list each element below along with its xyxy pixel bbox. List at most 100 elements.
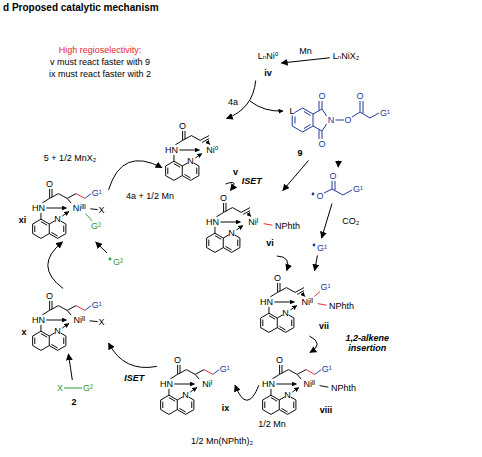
structure-node: LₙNiX₂ bbox=[330, 49, 363, 64]
note-label: 1/2 Mn bbox=[258, 420, 286, 429]
reaction-arrow bbox=[226, 182, 234, 190]
structure-node: O HN N Niᴵ NPhthvi bbox=[203, 191, 307, 257]
atom-label: G¹ bbox=[317, 244, 327, 253]
compound-number: 2 bbox=[71, 398, 76, 407]
structure-node: OHNNNiᴵᴵG¹NPhthviii bbox=[259, 353, 363, 419]
reaction-arrow bbox=[322, 204, 332, 239]
note-label: 5 + 1/2 MnX₂ bbox=[44, 154, 96, 163]
structure-v bbox=[166, 131, 210, 181]
atom-label: G¹ bbox=[92, 300, 102, 309]
reaction-arrow bbox=[315, 256, 318, 271]
reaction-arrow bbox=[277, 256, 288, 271]
atom-label: X bbox=[99, 317, 105, 326]
atom-label: HN bbox=[32, 316, 45, 325]
structure-viii bbox=[263, 365, 329, 415]
compound-number: vii bbox=[319, 322, 329, 331]
note-label: 1/2 Mn(NPhth)₂ bbox=[191, 437, 253, 446]
atom-label: O bbox=[318, 92, 325, 101]
atom-label: O bbox=[329, 172, 336, 181]
note-label: ix must react faster with 2 bbox=[49, 70, 151, 79]
bond bbox=[64, 388, 82, 389]
structure-node: O HN N Niᴵᴵ G¹ Xx bbox=[18, 289, 108, 355]
atom-label: N bbox=[187, 157, 194, 166]
compound-number: vi bbox=[266, 238, 274, 247]
compound-number: ix bbox=[222, 404, 230, 413]
reaction-arrow bbox=[235, 385, 259, 400]
atom-label: O bbox=[46, 180, 53, 189]
atom-label: Niᴵ bbox=[248, 218, 258, 227]
atom-label: HN bbox=[165, 146, 178, 155]
reaction-arrow bbox=[109, 161, 162, 190]
note-label: 4a + 1/2 Mn bbox=[126, 192, 174, 201]
reaction-arrow bbox=[227, 81, 256, 119]
compound-number: x bbox=[21, 328, 26, 337]
atom-label: G¹ bbox=[322, 364, 332, 373]
structure-node: G² bbox=[105, 253, 126, 270]
arrow-label: 4a bbox=[227, 98, 239, 107]
compound-number: 9 bbox=[297, 149, 302, 158]
atom-label: Niᴵᴵ bbox=[301, 298, 313, 307]
atom-label: N bbox=[54, 327, 61, 336]
atom-label: O bbox=[46, 292, 53, 301]
atom-label: LₙNi⁰ bbox=[258, 52, 279, 61]
atom-label: Niᴵ bbox=[202, 380, 212, 389]
reaction-arrow bbox=[96, 242, 107, 253]
arrow-label: Mn bbox=[298, 47, 313, 56]
atom-label: N bbox=[282, 309, 289, 318]
branch-arrow bbox=[250, 101, 283, 111]
atom-label: G¹ bbox=[92, 188, 102, 197]
atom-label: G¹ bbox=[380, 109, 390, 118]
compound-number: viii bbox=[320, 405, 333, 414]
atom-label: G¹ bbox=[220, 364, 230, 373]
structure-9 bbox=[292, 101, 379, 139]
note-label: High regioselectivity: bbox=[59, 46, 142, 55]
structure-node: XG²2 bbox=[53, 380, 96, 410]
compound-number: xi bbox=[19, 216, 27, 225]
structure-xi bbox=[33, 189, 98, 239]
atom-label: HN bbox=[260, 298, 273, 307]
reaction-arrow bbox=[281, 58, 329, 63]
compound-number: v bbox=[233, 168, 238, 177]
structure-node: OHNNNiᴵᴵᴵG¹XG²xi bbox=[16, 177, 109, 243]
structure-vii bbox=[261, 283, 327, 333]
atom-label: NPhth bbox=[329, 302, 354, 311]
structure-x bbox=[33, 301, 98, 351]
arrow-label: ISET bbox=[123, 373, 145, 382]
atom-label: O bbox=[174, 356, 181, 365]
atom-label: O bbox=[318, 140, 325, 149]
reaction-arrow bbox=[109, 343, 157, 367]
reaction-arrow bbox=[338, 161, 339, 168]
atom-label: LₙNiX₂ bbox=[333, 52, 360, 61]
atom-label: G¹ bbox=[321, 282, 331, 291]
note-label: v must react faster with 9 bbox=[50, 58, 150, 67]
atom-label: HN bbox=[206, 218, 219, 227]
structure-node: OONOOG¹9 bbox=[285, 87, 395, 161]
atom-label: O bbox=[276, 356, 283, 365]
structure-node: G¹ bbox=[308, 238, 330, 256]
radical-dot bbox=[313, 244, 316, 247]
atom-label: Niᴵᴵ bbox=[303, 380, 315, 389]
structure-vi bbox=[207, 203, 273, 253]
atom-label: O bbox=[356, 92, 363, 101]
structure-node: OOG¹ bbox=[308, 167, 367, 204]
compound-number: iv bbox=[264, 69, 272, 78]
atom-label: G² bbox=[91, 221, 101, 230]
arrow-label: 1,2-alkene insertion bbox=[335, 334, 399, 354]
atom-label: NPhth bbox=[275, 222, 300, 231]
atom-label: HN bbox=[160, 380, 173, 389]
atom-label: O bbox=[344, 116, 351, 125]
atom-label: N bbox=[228, 229, 235, 238]
arrow-label: CO₂ bbox=[341, 216, 360, 225]
arrow-label: ISET bbox=[241, 177, 263, 186]
atom-label: O bbox=[220, 194, 227, 203]
atom-label: N bbox=[54, 215, 61, 224]
structure-node: OHNNNiᴵG¹ix bbox=[157, 353, 235, 419]
radical-dot bbox=[109, 258, 112, 261]
structure-node: OHNNNi⁰v bbox=[162, 119, 241, 185]
reaction-arrow bbox=[68, 354, 72, 380]
atom-label: G² bbox=[83, 384, 93, 393]
atom-label: Niᴵᴵ bbox=[73, 316, 85, 325]
reaction-arrow bbox=[48, 242, 63, 289]
atom-label: O bbox=[274, 274, 281, 283]
